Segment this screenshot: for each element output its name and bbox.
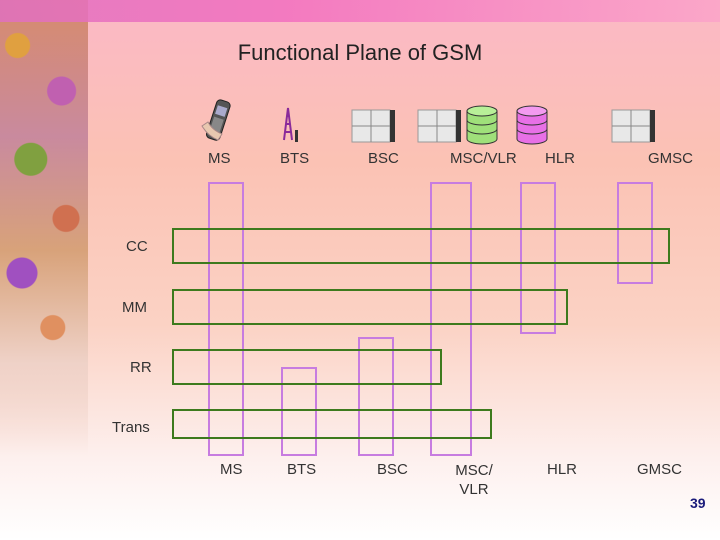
mobile-phone-icon: [201, 99, 231, 141]
msc-database-icon: [466, 105, 498, 145]
decorative-top-bar: [0, 0, 720, 22]
bottom-label-gmsc: GMSC: [637, 461, 682, 478]
node-gmsc: [617, 182, 653, 284]
layer-cc: [172, 228, 670, 264]
layer-trans: [172, 409, 492, 439]
node-ms: [208, 182, 244, 456]
layer-rr: [172, 349, 442, 385]
top-label-hlr: HLR: [545, 150, 576, 167]
layer-label-rr: RR: [130, 359, 152, 376]
bts-tower-icon: [283, 107, 298, 142]
top-label-bsc: BSC: [368, 150, 399, 167]
top-label-msc-vlr: MSC/VLR: [450, 150, 517, 167]
top-label-gmsc: GMSC: [648, 150, 693, 167]
top-label-bts: BTS: [280, 150, 310, 167]
layer-label-mm: MM: [122, 299, 147, 316]
msc-switch-icon: [417, 109, 461, 143]
bottom-label-bsc: BSC: [377, 461, 408, 478]
node-hlr: [520, 182, 556, 334]
bottom-label-bts: BTS: [287, 461, 317, 478]
node-bts: [281, 367, 317, 456]
decorative-side-strip: [0, 0, 88, 455]
node-bsc: [358, 337, 394, 456]
top-label-ms: MS: [208, 150, 231, 167]
bottom-label-msc-vlr: MSC/ VLR: [455, 462, 493, 498]
page-number: 39: [690, 495, 706, 511]
bsc-switch-icon: [351, 109, 395, 143]
slide-title: Functional Plane of GSM: [237, 40, 483, 65]
bottom-label-ms: MS: [220, 461, 243, 478]
layer-label-cc: CC: [126, 238, 148, 255]
bottom-label-hlr: HLR: [547, 461, 578, 478]
hlr-database-icon: [516, 105, 548, 145]
gmsc-switch-icon: [611, 109, 655, 143]
layer-label-trans: Trans: [112, 419, 150, 436]
node-msc-vlr: [430, 182, 472, 456]
layer-mm: [172, 289, 568, 325]
